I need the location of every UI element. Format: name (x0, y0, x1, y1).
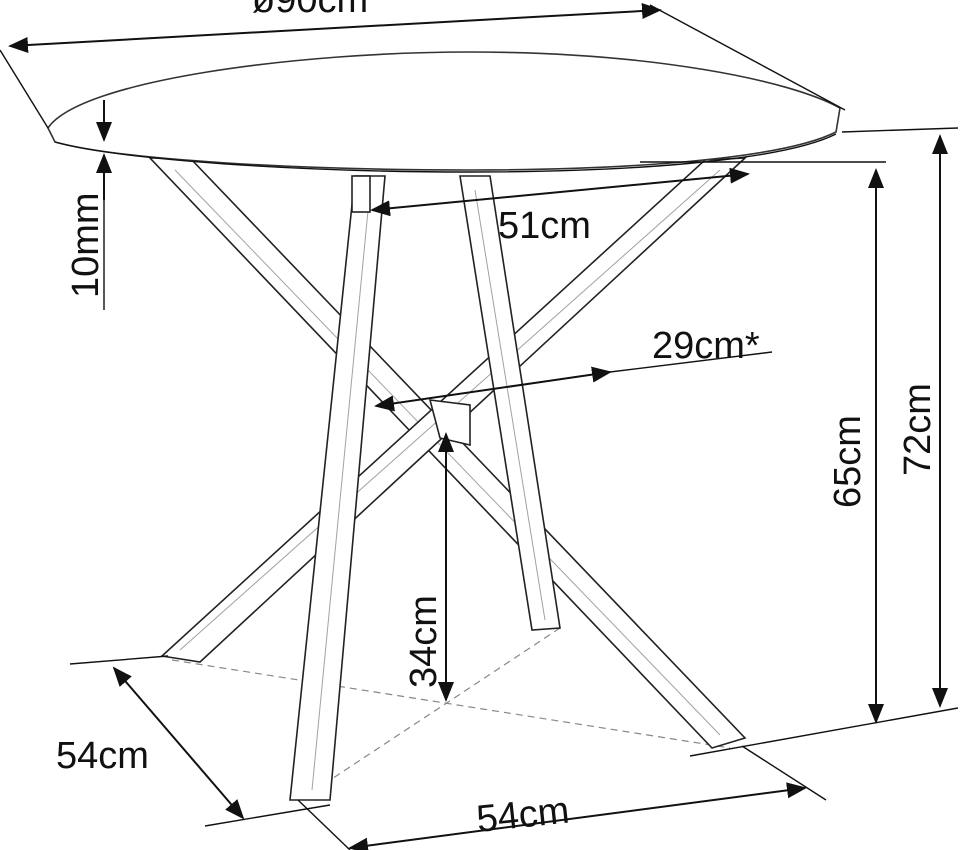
label-cross-span: 29cm* (652, 325, 760, 367)
dim-top-thickness: 10mm (65, 100, 112, 310)
dim-inner-span: 51cm (370, 167, 750, 247)
floor-footprint (171, 627, 731, 801)
label-total-height: 72cm (897, 383, 939, 476)
dim-base-depth: 54cm (56, 655, 331, 827)
label-diameter: ø90cm (252, 0, 368, 21)
dim-cross-height: 34cm (403, 432, 454, 702)
label-base-depth: 54cm (56, 735, 149, 777)
dim-diameter: ø90cm (0, 0, 846, 129)
dim-cross-span: 29cm* (374, 325, 773, 412)
label-base-width: 54cm (475, 789, 572, 840)
dim-base-width: 54cm (297, 745, 827, 850)
label-height-under-top: 65cm (827, 415, 869, 508)
dim-height-under-top: 65cm (640, 161, 886, 724)
label-top-thickness: 10mm (65, 192, 107, 298)
dim-total-height: 72cm (689, 127, 959, 757)
table-top (47, 51, 841, 173)
mount-bracket (351, 175, 371, 213)
label-cross-height: 34cm (403, 595, 445, 688)
label-inner-span: 51cm (498, 205, 591, 247)
